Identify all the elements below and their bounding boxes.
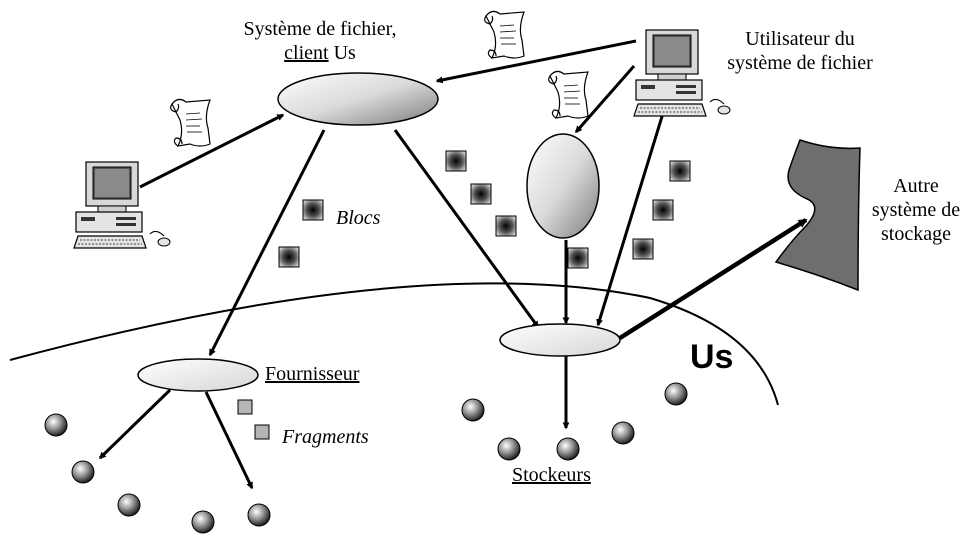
arrow-fournisseur-to-node-right xyxy=(204,391,254,490)
arrow-user-to-stockeur-entry xyxy=(596,109,666,327)
other-storage-system-shape xyxy=(774,139,861,292)
fs-client-label-line1: Système de fichier, xyxy=(243,18,397,40)
data-block-icon xyxy=(445,150,467,172)
data-block-icon xyxy=(302,199,324,221)
storage-node-icon xyxy=(497,437,521,461)
other-storage-label-line3: stockage xyxy=(881,223,951,245)
other-storage-label-line1: Autre xyxy=(893,175,939,197)
fragments-label: Fragments xyxy=(282,426,369,448)
storage-node-icon xyxy=(71,460,95,484)
data-block-icon xyxy=(632,238,654,260)
user-label: Utilisateur du système de fichier xyxy=(700,27,900,75)
stockeurs-label: Stockeurs xyxy=(512,464,591,486)
data-block-icon xyxy=(669,160,691,182)
blocs-label: Blocs xyxy=(336,207,381,229)
fs-client-label-client: client xyxy=(284,42,329,64)
arrow-user-to-fs-client xyxy=(435,39,637,84)
arrow-user-to-middle-node xyxy=(574,65,636,134)
other-storage-label-line2: système de xyxy=(871,199,961,221)
fs-client-node xyxy=(277,72,439,126)
arrow-fs-client-to-stockeur-entry xyxy=(393,129,540,329)
fournisseur-label: Fournisseur xyxy=(265,363,360,385)
fs-client-label: Système de fichier, client Us xyxy=(212,17,428,65)
scroll-document-icon xyxy=(548,70,589,119)
scroll-document-icon xyxy=(484,10,525,59)
data-block-icon xyxy=(278,246,300,268)
storage-node-icon xyxy=(191,510,215,534)
fragment-icon xyxy=(254,424,270,440)
data-block-icon xyxy=(652,199,674,221)
arrow-entry-to-other-storage xyxy=(618,218,808,340)
middle-node xyxy=(526,133,600,239)
data-block-icon xyxy=(470,183,492,205)
storage-node-icon xyxy=(664,382,688,406)
storage-node-icon xyxy=(556,437,580,461)
data-block-icon xyxy=(567,247,589,269)
us-system-boundary xyxy=(9,282,779,406)
storage-node-icon xyxy=(117,493,141,517)
storage-node-icon xyxy=(247,503,271,527)
us-system-label: Us xyxy=(690,338,734,376)
fournisseur-node xyxy=(137,358,259,392)
storage-node-icon xyxy=(461,398,485,422)
arrow-fournisseur-to-node-left xyxy=(98,388,172,460)
storage-node-icon xyxy=(611,421,635,445)
arrow-fs-client-to-fournisseur xyxy=(208,129,326,357)
scroll-document-icon xyxy=(170,98,211,147)
fs-client-label-us: Us xyxy=(333,42,356,64)
arrow-pc-to-fs-client xyxy=(139,113,285,189)
user-label-line2: système de fichier xyxy=(727,52,873,74)
storage-node-icon xyxy=(44,413,68,437)
other-storage-label: Autre système de stockage xyxy=(856,174,976,246)
user-label-line1: Utilisateur du xyxy=(745,28,855,50)
desktop-computer-icon xyxy=(73,161,171,249)
fragment-icon xyxy=(237,399,253,415)
stockeur-entry-node xyxy=(499,323,621,357)
data-block-icon xyxy=(495,215,517,237)
